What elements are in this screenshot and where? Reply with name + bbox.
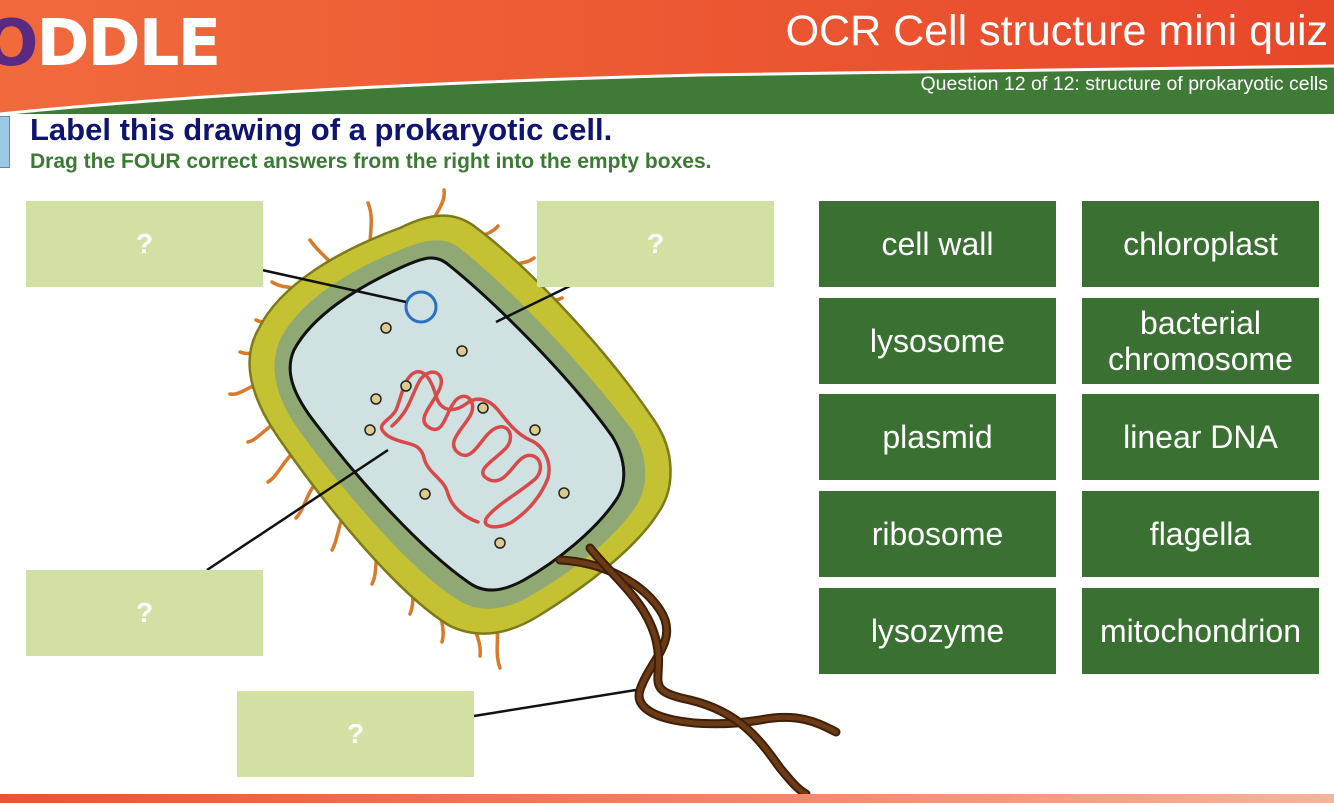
drop-box-plasmid[interactable]: ?	[26, 201, 263, 287]
answer-mitochondrion[interactable]: mitochondrion	[1082, 588, 1319, 674]
answer-lysosome[interactable]: lysosome	[819, 298, 1056, 384]
answer-chloroplast[interactable]: chloroplast	[1082, 201, 1319, 287]
bottom-bar	[0, 794, 1334, 803]
answer-cell-wall[interactable]: cell wall	[819, 201, 1056, 287]
flagellum	[560, 548, 836, 794]
answer-plasmid[interactable]: plasmid	[819, 394, 1056, 480]
answer-lysozyme[interactable]: lysozyme	[819, 588, 1056, 674]
drop-box-chromosome[interactable]: ?	[26, 570, 263, 656]
cytoplasm	[290, 258, 624, 590]
drop-box-flagellum[interactable]: ?	[237, 691, 474, 777]
answer-linear-dna[interactable]: linear DNA	[1082, 394, 1319, 480]
answer-flagella[interactable]: flagella	[1082, 491, 1319, 577]
drop-box-cell-wall[interactable]: ?	[537, 201, 774, 287]
answer-ribosome[interactable]: ribosome	[819, 491, 1056, 577]
answer-bacterial-chromosome[interactable]: bacterial chromosome	[1082, 298, 1319, 384]
